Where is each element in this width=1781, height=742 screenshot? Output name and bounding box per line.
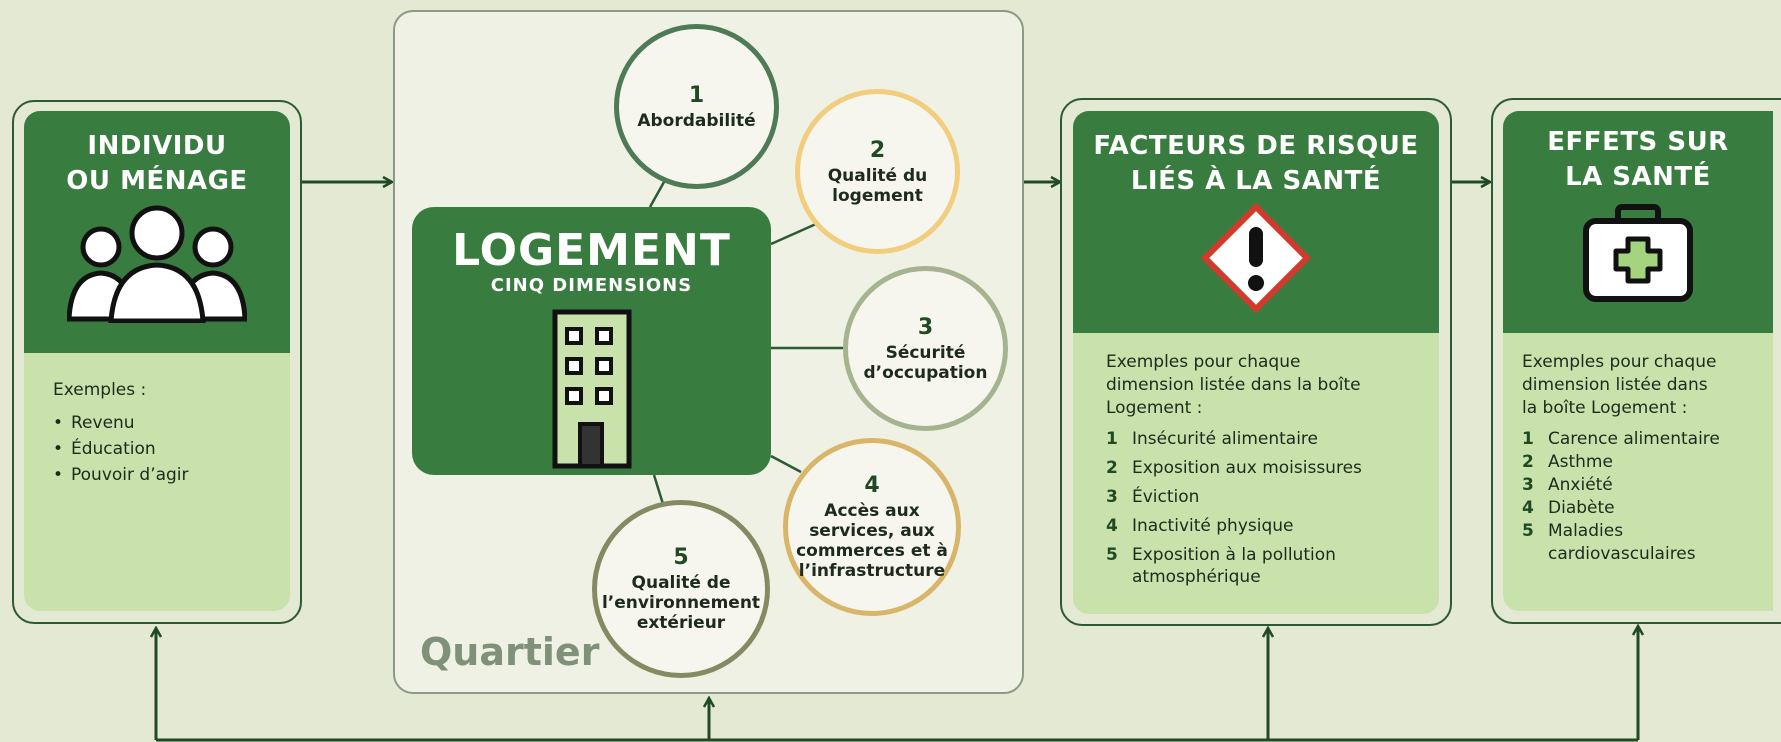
- dimension-circle-3: 3 Sécurité d’occupation: [843, 266, 1008, 431]
- risque-examples: Exemples pour chaque dimension listée da…: [1073, 333, 1439, 614]
- list-item: •Revenu: [53, 413, 135, 433]
- individu-examples: Exemples : •Revenu •Éducation •Pouvoir d…: [24, 353, 290, 611]
- risque-header: FACTEURS DE RISQUE LIÉS À LA SANTÉ: [1073, 111, 1439, 333]
- effets-intro: Exemples pour chaque dimension listée da…: [1522, 352, 1717, 418]
- building-icon: [552, 309, 631, 469]
- effets-title: EFFETS SUR LA SANTÉ: [1547, 127, 1729, 192]
- risque-intro: Exemples pour chaque dimension listée da…: [1106, 352, 1361, 418]
- individu-title: INDIVIDU OU MÉNAGE: [66, 131, 248, 196]
- logement-title: LOGEMENT: [452, 225, 731, 276]
- people-group-icon: [66, 205, 248, 324]
- dimension-circle-4: 4 Accès aux services, aux commerces et à…: [783, 438, 961, 616]
- effets-panel: EFFETS SUR LA SANTÉ Exemples pour chaque…: [1503, 111, 1773, 611]
- effets-header: EFFETS SUR LA SANTÉ: [1503, 111, 1773, 333]
- warning-diamond-icon: [1200, 202, 1312, 314]
- list-item: •Pouvoir d’agir: [53, 465, 189, 485]
- risque-panel: FACTEURS DE RISQUE LIÉS À LA SANTÉ Exemp…: [1073, 111, 1439, 614]
- logement-subtitle: CINQ DIMENSIONS: [490, 275, 693, 296]
- risque-title: FACTEURS DE RISQUE LIÉS À LA SANTÉ: [1093, 131, 1419, 196]
- individu-list: •Revenu •Éducation •Pouvoir d’agir: [53, 410, 290, 488]
- individu-intro: Exemples :: [53, 380, 147, 400]
- list-item: •Éducation: [53, 439, 156, 459]
- dimension-circle-1: 1 Abordabilité: [614, 24, 779, 189]
- effets-examples: Exemples pour chaque dimension listée da…: [1503, 333, 1773, 611]
- first-aid-kit-icon: [1583, 204, 1693, 302]
- quartier-label: Quartier: [420, 630, 600, 674]
- dimension-circle-2: 2 Qualité du logement: [795, 89, 960, 254]
- individu-header: INDIVIDU OU MÉNAGE: [24, 111, 290, 353]
- logement-box: LOGEMENT CINQ DIMENSIONS: [412, 207, 771, 475]
- individu-panel: INDIVIDU OU MÉNAGE Exemples : •Revenu •É…: [24, 111, 290, 611]
- dimension-circle-5: 5 Qualité de l’environnement extérieur: [592, 500, 770, 678]
